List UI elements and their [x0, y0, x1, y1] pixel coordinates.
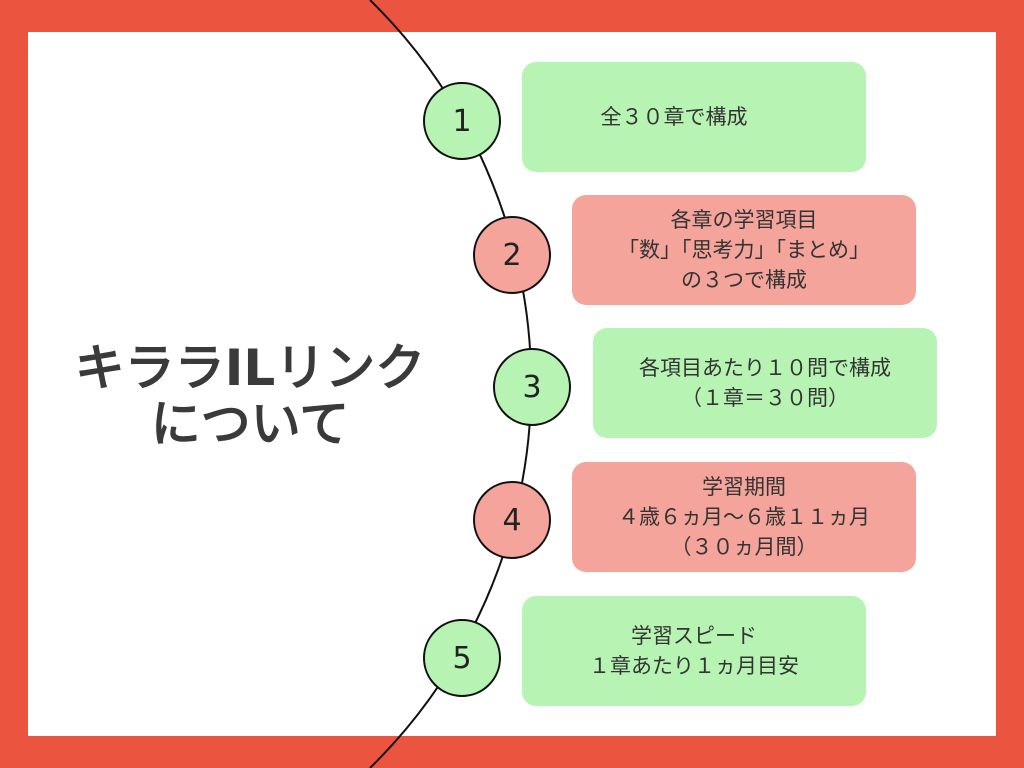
step-text: 全３０章で構成: [600, 105, 748, 129]
step-text: 「数」「思考力」「まとめ」: [618, 238, 870, 262]
title-line-1: キララILリンク: [74, 339, 426, 397]
step-text: 学習スピード: [631, 624, 757, 648]
step-1-number: 1: [423, 82, 501, 160]
step-text: 学習期間: [702, 475, 786, 499]
step-3-box: 各項目あたり１０問で構成 （１章＝３０問）: [593, 328, 937, 438]
step-1-box: 全３０章で構成: [522, 62, 866, 172]
step-2-number: 2: [473, 216, 551, 294]
step-3-number: 3: [493, 348, 571, 426]
step-text: （１章＝３０問）: [681, 386, 849, 410]
step-text: （３０ヵ月間）: [670, 535, 818, 559]
step-2-box: 各章の学習項目 「数」「思考力」「まとめ」 の３つで構成: [572, 195, 916, 305]
step-5-box: 学習スピード １章あたり１ヵ月目安: [522, 596, 866, 706]
step-text: 各項目あたり１０問で構成: [639, 356, 891, 380]
step-4-box: 学習期間 ４歳６ヵ月〜６歳１１ヵ月 （３０ヵ月間）: [572, 462, 916, 572]
step-5-number: 5: [423, 619, 501, 697]
step-text: 各章の学習項目: [670, 208, 818, 232]
slide-title: キララILリンク について: [40, 340, 460, 452]
step-4-number: 4: [473, 481, 551, 559]
title-line-2: について: [150, 395, 350, 453]
step-text: １章あたり１ヵ月目安: [589, 654, 799, 678]
step-text: ４歳６ヵ月〜６歳１１ヵ月: [618, 505, 870, 529]
step-text: の３つで構成: [681, 268, 807, 292]
